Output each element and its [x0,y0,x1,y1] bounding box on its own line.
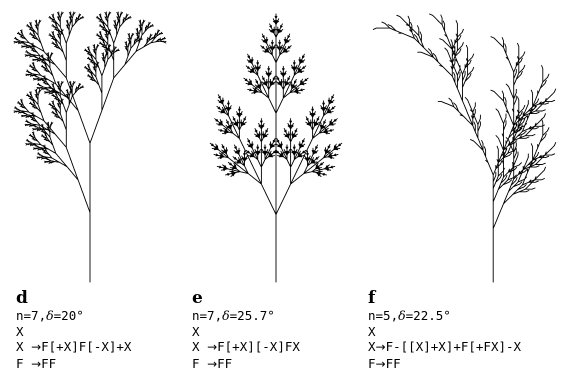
plant-branches [209,13,343,283]
plant-branches [13,11,167,283]
panel-letter: e [192,288,203,308]
panel-letter: f [368,288,376,308]
rule-arrow: → [31,340,42,354]
axiom-line: X [192,323,200,339]
rule-x-line: X→F-[[X]+X]+F[+FX]-X [368,339,521,356]
plant-branches [372,13,557,283]
panel-e: e n=7,δ=25.7° X X →F[+X][-X]FX F →FF [190,0,360,385]
axiom-line: X [16,323,24,339]
rule-rhs: FF [217,355,233,371]
panel-d: d n=7,δ=20° X X →F[+X]F[-X]+X F →FF [0,0,185,385]
rule-x-line: X →F[+X]F[-X]+X [16,339,131,356]
caption-d: d n=7,δ=20° X X →F[+X]F[-X]+X F →FF [16,288,131,372]
plant-d-drawing [13,11,167,283]
parameters-line: n=5,δ=22.5° [368,308,521,324]
caption-e: e n=7,δ=25.7° X X →F[+X][-X]FX F →FF [192,288,300,372]
parameters-line: n=7,δ=25.7° [192,308,300,324]
rule-f-line: F →FF [192,356,300,373]
rule-lhs: X [16,339,24,354]
delta-symbol: δ [46,308,54,323]
rule-lhs: X [192,339,200,354]
rule-arrow: → [31,356,42,371]
rule-f-line: F→FF [368,356,521,373]
rule-rhs: F-[[X]+X]+F[+FX]-X [385,339,522,354]
rule-arrow: → [207,340,218,354]
delta-symbol: δ [398,308,406,323]
delta-value: =20° [53,308,84,323]
delta-value: =25.7° [229,308,275,323]
n-label: n=7, [192,308,223,323]
rule-x-line: X →F[+X][-X]FX [192,339,300,356]
rule-rhs: FF [385,355,401,371]
delta-symbol: δ [222,308,230,323]
rule-lhs: X [368,339,376,354]
plant-e-drawing [209,13,343,283]
panel-letter: d [16,288,28,308]
caption-f: f n=5,δ=22.5° X X→F-[[X]+X]+F[+FX]-X F→F… [368,288,521,372]
rule-rhs: FF [41,355,57,371]
rule-f-line: F →FF [16,356,131,373]
rule-rhs: F[+X]F[-X]+X [41,339,132,354]
rule-lhs: F [16,355,24,371]
delta-value: =22.5° [405,308,451,323]
plant-f-drawing [372,13,557,283]
rule-arrow: → [375,356,386,371]
axiom-line: X [368,323,376,339]
n-label: n=5, [368,308,399,323]
rule-lhs: F [368,355,376,371]
rule-lhs: F [192,355,200,371]
rule-arrow: → [207,356,218,371]
rule-arrow: → [375,340,386,354]
rule-rhs: F[+X][-X]FX [217,339,300,354]
n-label: n=7, [16,308,47,323]
parameters-line: n=7,δ=20° [16,308,131,324]
panel-f: f n=5,δ=22.5° X X→F-[[X]+X]+F[+FX]-X F→F… [362,0,567,385]
